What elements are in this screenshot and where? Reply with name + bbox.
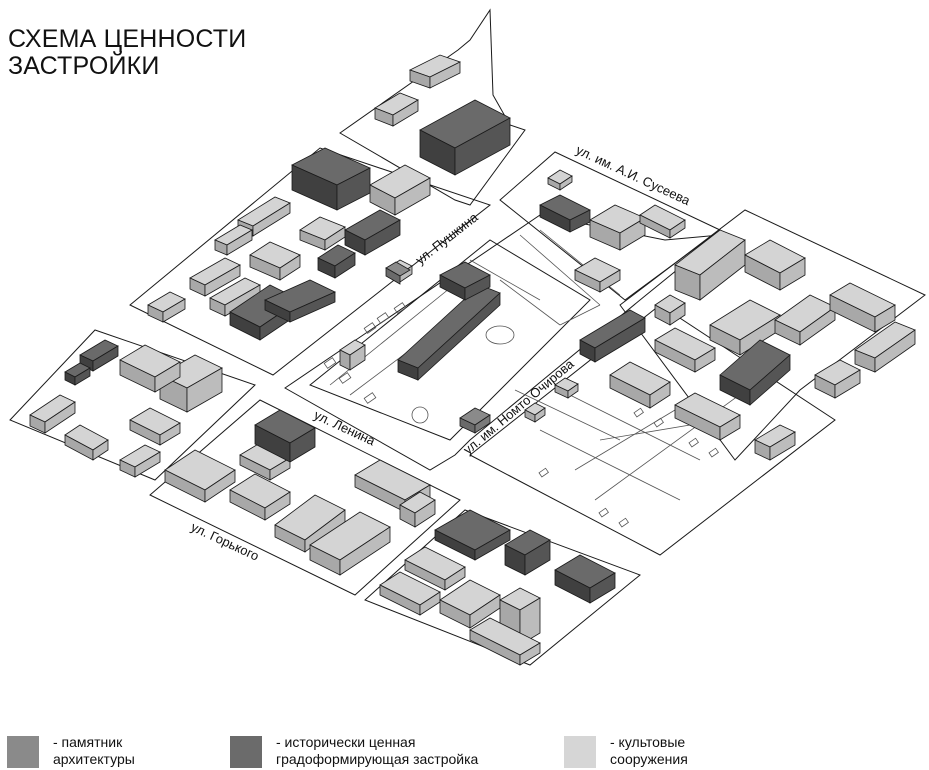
building [397, 284, 501, 381]
building [299, 216, 346, 251]
building [189, 257, 241, 297]
building [419, 99, 511, 176]
building [774, 294, 836, 346]
building [439, 261, 491, 301]
building [654, 294, 686, 326]
building [404, 546, 466, 591]
building [309, 511, 391, 576]
ordinary-buildings [29, 54, 916, 666]
title-line-2: ЗАСТРОЙКИ [8, 52, 160, 80]
building [399, 491, 436, 528]
building [744, 239, 806, 291]
building [64, 424, 109, 461]
building [854, 321, 916, 373]
building [504, 529, 551, 576]
building [374, 92, 419, 127]
block-park-inner [309, 239, 591, 441]
building [469, 617, 541, 666]
legend-label-historic: - исторически ценная градоформирующая за… [276, 734, 479, 767]
monument-buildings [385, 261, 491, 434]
legend-swatch-historic [230, 736, 262, 768]
building [29, 394, 76, 434]
building [408, 54, 462, 89]
building [754, 424, 796, 461]
building [147, 291, 186, 323]
building [64, 362, 91, 386]
park-tiles [323, 302, 719, 528]
building [317, 244, 356, 279]
building [709, 299, 781, 356]
legend-swatch-religious [564, 736, 596, 768]
building [609, 361, 671, 409]
legend-item-religious: - культовые сооружения [564, 734, 764, 768]
building [79, 339, 119, 372]
building [339, 339, 366, 371]
building [814, 359, 861, 399]
building [574, 257, 621, 293]
building [344, 209, 401, 256]
building [439, 579, 501, 629]
building [214, 224, 253, 256]
historic-buildings [64, 99, 791, 604]
building [639, 204, 686, 239]
block-north [339, 8, 526, 206]
building [554, 554, 616, 604]
building [547, 169, 573, 191]
legend-label-monument: - памятник архитектуры [53, 734, 135, 767]
isometric-city-map: ул. им. А.И. Сусеева ул. Пушкина ул. Лен… [9, 8, 926, 666]
building [291, 147, 371, 211]
building [524, 402, 546, 423]
building [385, 261, 411, 285]
building [249, 241, 301, 281]
building [229, 473, 291, 521]
building [539, 194, 591, 233]
building [237, 196, 291, 237]
block-south-west [149, 399, 461, 596]
building [119, 344, 181, 393]
building [674, 229, 746, 301]
street-label-pushkina: ул. Пушкина [413, 209, 482, 267]
legend-label-religious: - культовые сооружения [610, 734, 688, 767]
block-northwest [129, 147, 492, 376]
street-label-susyeva: ул. им. А.И. Сусеева [574, 142, 693, 208]
block-west [9, 329, 256, 481]
building [719, 339, 791, 406]
building [554, 377, 579, 399]
building [239, 442, 291, 481]
building [459, 407, 491, 434]
street-label-gorkogo: ул. Горького [189, 519, 262, 564]
building [369, 164, 431, 216]
building [379, 571, 441, 616]
building [264, 279, 336, 323]
building [254, 409, 316, 463]
building [674, 392, 741, 441]
building [274, 494, 346, 553]
block-south [364, 509, 641, 666]
legend-swatch-monument [7, 736, 39, 768]
title-line-1: СХЕМА ЦЕННОСТИ [8, 25, 247, 53]
map-title: СХЕМА ЦЕННОСТИ ЗАСТРОЙКИ [8, 26, 308, 80]
building [164, 449, 236, 503]
legend-item-historic: - исторически ценная градоформирующая за… [230, 734, 550, 768]
building [119, 444, 161, 478]
legend-item-monument: - памятник архитектуры [7, 734, 207, 768]
building [579, 309, 646, 363]
building [589, 204, 646, 251]
building [129, 407, 181, 446]
building [654, 327, 716, 373]
building [829, 282, 896, 333]
building [434, 509, 511, 561]
